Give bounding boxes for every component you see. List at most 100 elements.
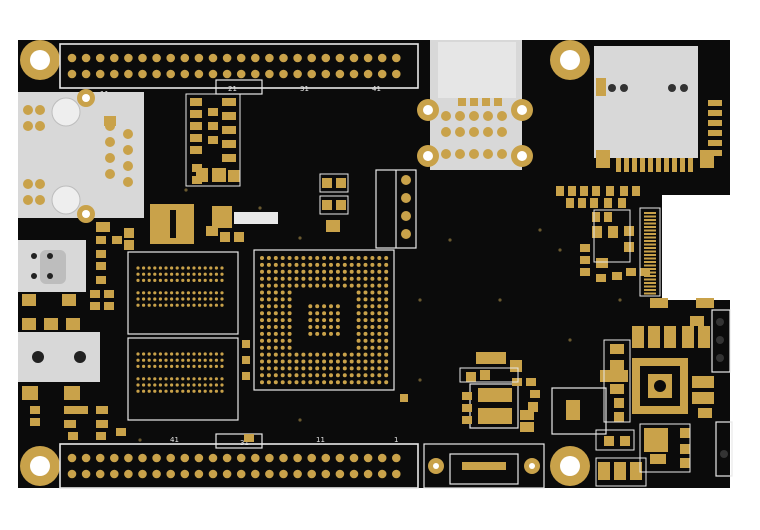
bga-ball (322, 304, 327, 309)
smd-pad (626, 268, 636, 276)
bga-ball (370, 352, 375, 357)
bga-ball (377, 262, 382, 267)
usb-pad (483, 111, 493, 121)
ethernet-pad (35, 121, 45, 131)
header-pin (110, 53, 119, 63)
bga-ball (322, 311, 327, 316)
silkscreen-outline (593, 209, 631, 263)
memory-ball (220, 377, 224, 381)
memory-ball (147, 291, 151, 295)
memory-ball (164, 389, 168, 393)
bga-ball (280, 276, 285, 281)
bga-ball (349, 269, 354, 274)
smd-pad (618, 198, 626, 208)
memory-ball (198, 266, 202, 270)
bga-ball (377, 373, 382, 378)
memory-ball (158, 389, 162, 393)
header-pin (363, 469, 373, 479)
bga-ball (335, 380, 340, 385)
bga-ball (370, 276, 375, 281)
header-pin (124, 469, 133, 479)
memory-ball (220, 303, 224, 307)
bga-ball (294, 366, 299, 371)
bga-ball (370, 283, 375, 288)
sd-pin (708, 120, 722, 126)
memory-ball (136, 278, 140, 282)
tact-switch (551, 387, 607, 435)
memory-ball (214, 352, 218, 356)
bga-ball (266, 325, 271, 329)
memory-ball (170, 291, 174, 295)
bga-ball (260, 256, 264, 260)
smd-pad (620, 436, 630, 446)
bga-ball (315, 331, 320, 336)
memory-ball (158, 303, 162, 307)
memory-ball (170, 297, 174, 301)
header-pin (392, 69, 401, 79)
bga-ball (363, 345, 368, 350)
bga-ball (370, 325, 375, 329)
bottom-header-label-41: 41 (170, 436, 179, 444)
fpc-pin (644, 275, 656, 277)
header-pin (349, 53, 359, 63)
fpc-pin (644, 292, 656, 295)
header-pin (279, 53, 288, 63)
header-pin (180, 69, 190, 79)
bga-ball (315, 283, 320, 288)
bga-ball (384, 283, 389, 288)
bga-ball (308, 318, 313, 323)
memory-ball (181, 377, 185, 381)
header-pin (293, 453, 302, 463)
bga-ball (356, 304, 361, 309)
memory-ball (220, 358, 224, 362)
memory-ball (220, 272, 224, 276)
memory-ball (198, 364, 202, 368)
memory-ball (198, 291, 202, 295)
smd-pad (680, 428, 690, 438)
header-pin (251, 53, 260, 63)
memory-ball (175, 358, 179, 362)
bga-ball (356, 373, 361, 378)
fpc-connector (639, 207, 661, 297)
memory-ball (181, 291, 185, 295)
sd-pin (616, 158, 621, 172)
smd-pad (590, 198, 598, 208)
sd-pin (632, 158, 637, 172)
bottom-header-marker (215, 433, 263, 449)
ethernet-pad (23, 121, 33, 131)
sd-pin (708, 100, 722, 106)
bga-ball (377, 283, 382, 288)
silkscreen-outline (603, 339, 631, 423)
memory-ball (209, 272, 213, 276)
header-pin (251, 453, 260, 463)
bga-ball (266, 297, 271, 302)
smd-pad (112, 236, 122, 244)
ethernet-pad (123, 145, 133, 155)
memory-ball (142, 389, 146, 393)
bga-ball (342, 276, 347, 281)
bga-ball (308, 304, 313, 309)
memory-ball (209, 266, 213, 270)
bga-ball (301, 276, 306, 281)
bga-ball (377, 380, 382, 385)
smd-pad (644, 428, 668, 452)
ethernet-pad (35, 179, 45, 189)
usb-pad (469, 149, 479, 159)
bga-ball (384, 256, 389, 260)
header-pin (293, 69, 302, 79)
memory-ball (214, 266, 218, 270)
power-jack (18, 332, 100, 400)
smd-pad (610, 360, 624, 370)
bga-ball (301, 359, 306, 364)
bga-ball (384, 262, 389, 267)
bga-ball (384, 373, 389, 378)
memory-ball (192, 358, 196, 362)
memory-ball (142, 266, 146, 270)
silkscreen-outline (185, 93, 241, 187)
bga-ball (260, 276, 264, 281)
bga-ball (384, 311, 389, 316)
ethernet-pad (123, 177, 133, 187)
bga-ball (301, 256, 306, 260)
smd-pad (510, 360, 522, 372)
main-processor-bga (253, 249, 395, 391)
